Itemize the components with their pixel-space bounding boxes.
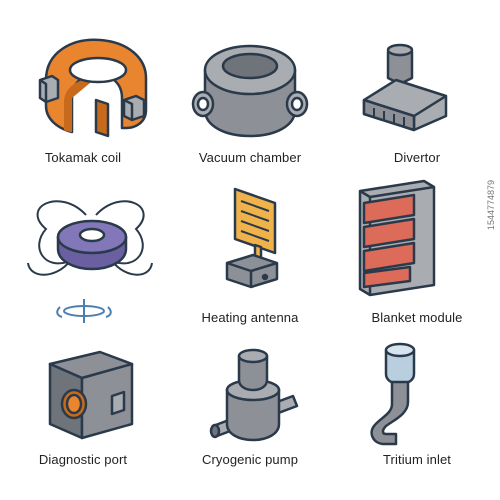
icon-label: Tokamak coil (44, 150, 122, 165)
icon-cell-divertor: Divertor (334, 0, 500, 166)
vacuum-chamber-icon (191, 44, 309, 138)
icon-label: Cryogenic pump (201, 452, 299, 467)
icon-label: Blanket module (371, 310, 463, 325)
icon-cell-plasma-torus (0, 167, 166, 333)
tritium-inlet-icon (370, 342, 416, 446)
diagnostic-port-icon (48, 350, 134, 440)
plasma-torus-icon (27, 200, 153, 323)
stock-id-watermark: 1544774879 (486, 180, 496, 231)
tokamak-coil-icon (38, 38, 148, 138)
icon-label: Heating antenna (201, 310, 299, 325)
icon-cell-tritium-inlet: Tritium inlet (334, 334, 500, 500)
icon-cell-blanket-module: Blanket module (334, 167, 500, 333)
icon-cell-diagnostic-port: Diagnostic port (0, 334, 166, 500)
icon-cell-tokamak-coil: Tokamak coil (0, 0, 166, 166)
divertor-icon (362, 43, 448, 132)
icon-label: Tritium inlet (383, 452, 451, 467)
blanket-module-icon (358, 179, 436, 297)
heating-antenna-icon (225, 187, 279, 289)
icon-cell-heating-antenna: Heating antenna (167, 167, 333, 333)
icon-label: Vacuum chamber (198, 150, 302, 165)
cryogenic-pump-icon (209, 348, 299, 442)
icon-cell-cryogenic-pump: Cryogenic pump (167, 334, 333, 500)
icon-cell-vacuum-chamber: Vacuum chamber (167, 0, 333, 166)
icon-label: Divertor (393, 150, 441, 165)
icon-label: Diagnostic port (38, 452, 128, 467)
